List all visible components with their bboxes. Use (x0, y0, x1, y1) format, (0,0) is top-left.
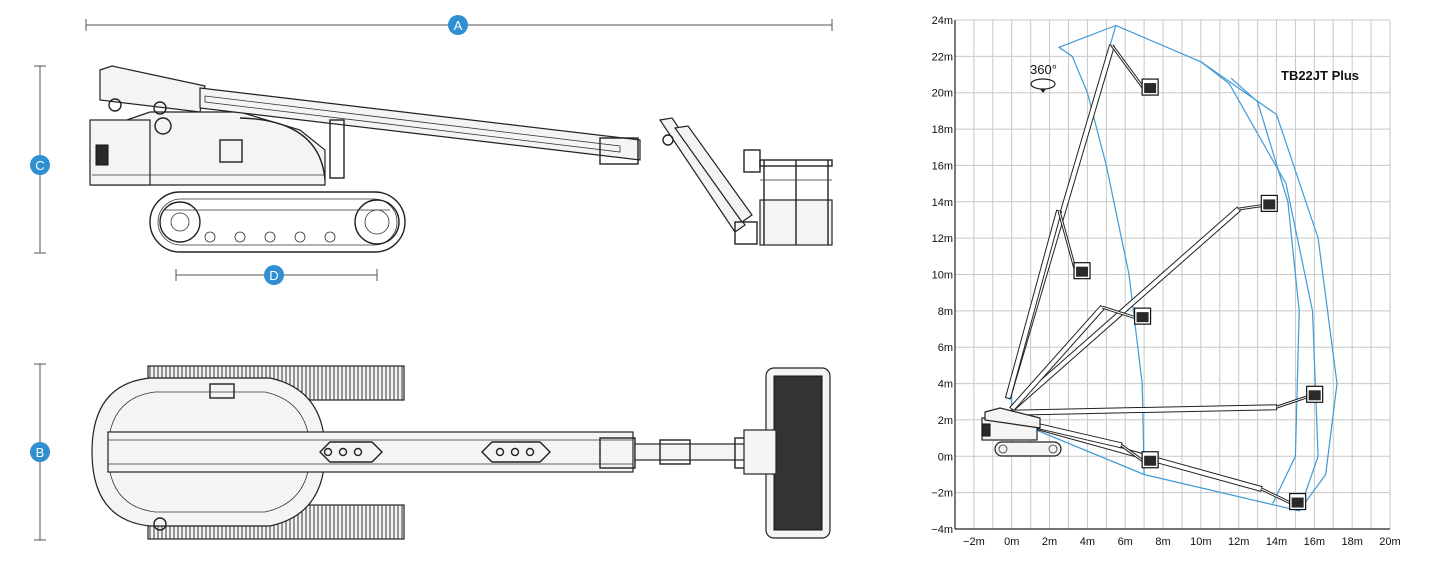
boom-jib-highlight (1111, 45, 1145, 90)
y-tick-label: 10m (932, 270, 953, 282)
dimension-b-badge (30, 442, 50, 462)
y-tick-label: 2m (938, 415, 953, 427)
side-riser-arm (99, 65, 206, 115)
x-tick-label: 10m (1190, 536, 1211, 548)
y-tick-label: 16m (932, 160, 953, 172)
boom-jib-highlight (1102, 306, 1137, 319)
y-tick-label: 18m (932, 124, 953, 136)
side-main-boom (199, 87, 641, 179)
y-axis-ticks: −4m −2m 0m 2m 4m 6m 8m 10m 12m 14m 16m 18m 20m 22m 24m (931, 15, 953, 536)
x-tick-label: 4m (1080, 536, 1095, 548)
side-chassis (89, 111, 326, 186)
top-basket (743, 367, 831, 539)
x-tick-label: 14m (1266, 536, 1287, 548)
working-envelope (1011, 24, 1338, 512)
side-track (149, 191, 406, 253)
top-main-boom (107, 431, 636, 473)
boom-position (1009, 304, 1152, 412)
boom-jib-highlight (1276, 395, 1309, 408)
x-tick-label: 2m (1042, 536, 1057, 548)
y-tick-label: 20m (932, 88, 953, 100)
x-tick-label: 0m (1004, 536, 1019, 548)
chart-grid (954, 19, 1391, 530)
chart-title: TB22JT Plus (1281, 68, 1359, 83)
dimension-d-badge (264, 265, 284, 285)
x-tick-label: 6m (1118, 536, 1133, 548)
y-tick-label: 4m (938, 379, 953, 391)
y-tick-label: −2m (931, 488, 953, 500)
y-tick-label: 14m (932, 197, 953, 209)
basket-body-icon (1144, 455, 1157, 466)
boom-jib-highlight (1261, 488, 1292, 505)
rotation-indicator: 360° (1030, 62, 1057, 93)
y-tick-label: 8m (938, 306, 953, 318)
y-tick-label: 12m (932, 233, 953, 245)
x-tick-label: 8m (1155, 536, 1170, 548)
rotation-icon (1030, 78, 1056, 90)
dimension-b-label: B (36, 445, 45, 460)
dimension-a: A (85, 15, 833, 35)
boom-jib-highlight (1121, 444, 1145, 463)
x-tick-label: 12m (1228, 536, 1249, 548)
top-jib (634, 437, 762, 469)
y-tick-label: −4m (931, 524, 953, 536)
rotation-label: 360° (1030, 62, 1057, 77)
rotation-arrow-icon (1040, 89, 1046, 93)
x-tick-label: 16m (1304, 536, 1325, 548)
chart-base-machine (981, 407, 1062, 457)
x-tick-label: 20m (1379, 536, 1400, 548)
side-view-drawing: A C D (30, 15, 833, 285)
side-jib (658, 117, 753, 233)
basket-body-icon (1291, 497, 1304, 508)
basket-body-icon (1076, 266, 1089, 277)
dimension-c-label: C (35, 158, 44, 173)
x-tick-label: 18m (1341, 536, 1362, 548)
dimension-d-label: D (269, 268, 278, 283)
y-tick-label: 6m (938, 342, 953, 354)
y-tick-label: 0m (938, 451, 953, 463)
dimension-c-badge (30, 155, 50, 175)
basket-body-icon (1144, 83, 1157, 94)
top-view-drawing: B (30, 363, 831, 541)
basket-body-icon (1263, 199, 1276, 210)
boom-jib-highlight (1238, 204, 1264, 210)
boom-position (1011, 385, 1324, 416)
dimension-d: D (175, 265, 378, 285)
working-range-chart: −2m 0m 2m 4m 6m 8m 10m 12m 14m 16m 18m 20m −4m −2m 0m… (931, 15, 1400, 548)
dimension-a-label: A (454, 18, 463, 33)
envelope-inner-curve (1057, 24, 1145, 475)
envelope-outer (1011, 24, 1338, 512)
side-basket (734, 149, 833, 246)
basket-body-icon (1136, 312, 1149, 323)
dimension-b: B (30, 363, 50, 541)
basket-body-icon (1308, 390, 1321, 401)
dimension-c: C (30, 65, 50, 254)
envelope-inner-curve (1200, 61, 1319, 511)
x-axis-ticks: −2m 0m 2m 4m 6m 8m 10m 12m 14m 16m 18m 20m (963, 536, 1401, 548)
boom-main-section (1009, 304, 1106, 412)
x-tick-label: −2m (963, 536, 985, 548)
boom-position (1004, 209, 1091, 400)
boom-positions (1004, 44, 1324, 511)
envelope-inner-curve (1230, 77, 1300, 504)
boom-jib-highlight (1058, 210, 1077, 273)
dimension-a-badge (448, 15, 468, 35)
y-tick-label: 22m (932, 51, 953, 63)
y-tick-label: 24m (932, 15, 953, 27)
boom-main-section (1004, 209, 1063, 400)
